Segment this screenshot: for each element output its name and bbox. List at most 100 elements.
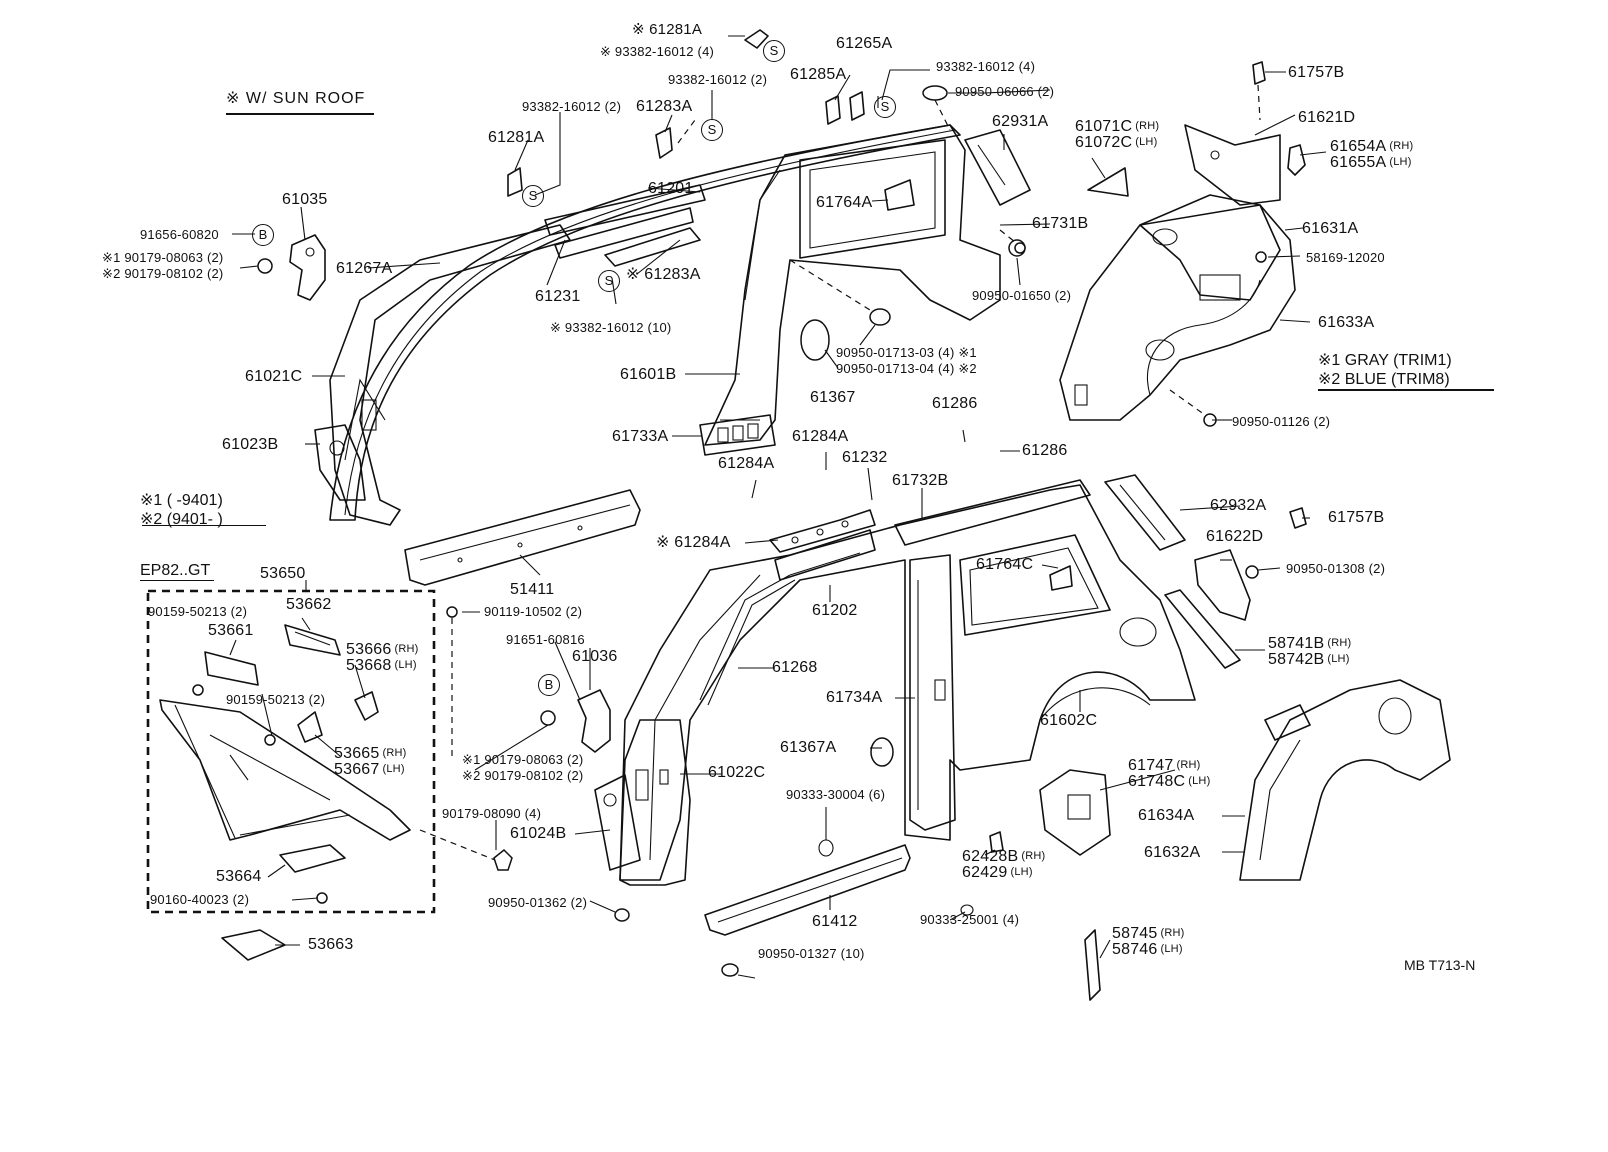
symbol-s-top: S	[763, 40, 785, 62]
label-90179-063: ※1 90179-08063 (2)	[102, 250, 224, 265]
label-61231: 61231	[535, 288, 581, 305]
clip-61757b-mid	[1289, 507, 1307, 529]
label-61748c: 61748C(LH)	[1128, 773, 1211, 790]
plug-90950-06066	[922, 85, 951, 131]
note-trim-underline	[1318, 389, 1494, 391]
quarter-lower-61733a	[699, 414, 776, 456]
label-58742b: 58742B(LH)	[1268, 651, 1350, 668]
label-61286a: 61286	[932, 395, 978, 412]
lower-trim-61747	[1039, 769, 1111, 856]
label-90950-04: 90950-01713-04 (4) ※2	[836, 361, 977, 376]
label-53664: 53664	[216, 868, 262, 885]
ep82-box	[146, 589, 436, 914]
label-61024b: 61024B	[510, 825, 567, 842]
roof-side-61202	[774, 529, 876, 581]
bracket-61654a	[1287, 144, 1306, 176]
clip-62428b	[989, 831, 1004, 853]
bolt-58169	[1255, 251, 1267, 263]
label-90333-30004: 90333-30004 (6)	[786, 787, 886, 802]
symbol-s-2b: S	[522, 185, 544, 207]
label-61764c: 61764C	[976, 556, 1034, 573]
label-61022c: 61022C	[708, 764, 766, 781]
plug-61367	[800, 319, 830, 361]
bracket-53666	[354, 691, 379, 721]
front-pillar-lower-61024b	[594, 774, 641, 871]
label-61412: 61412	[812, 913, 858, 930]
moulding-58745	[1084, 929, 1101, 1001]
wheel-house-inner-61633a	[1059, 194, 1296, 421]
label-61286b: 61286	[1022, 442, 1068, 459]
cover-53661	[204, 651, 259, 686]
label-61655a: 61655A(LH)	[1330, 154, 1412, 171]
label-62429: 62429(LH)	[962, 864, 1033, 881]
label-91651: 91651-60816	[506, 632, 585, 647]
label-61734a: 61734A	[826, 689, 883, 706]
label-61602c: 61602C	[1040, 712, 1098, 729]
label-53667: 53667(LH)	[334, 761, 405, 778]
note-date2: ※2 (9401- )	[140, 511, 223, 528]
quarter-inner-61601b	[704, 124, 1001, 446]
label-53665: 53665(RH)	[334, 745, 407, 762]
quarter-glass-61764c	[1049, 565, 1073, 591]
label-53668: 53668(LH)	[346, 657, 417, 674]
label-61733a: 61733A	[612, 428, 669, 445]
clip-61285a	[825, 91, 865, 125]
label-61268: 61268	[772, 659, 818, 676]
frame-53650	[159, 699, 411, 841]
clip-61757b-top	[1252, 61, 1266, 121]
label-51411: 51411	[510, 581, 555, 598]
symbol-s-10: S	[598, 270, 620, 292]
label-61732b: 61732B	[892, 472, 949, 489]
label-53662: 53662	[286, 596, 332, 613]
reinforcement-61232	[769, 509, 876, 553]
label-90159-b: 90159-50213 (2)	[226, 692, 326, 707]
label-61201: 61201	[648, 180, 694, 197]
label-61283a-top: 61283A	[636, 98, 693, 115]
label-62428b: 62428B(RH)	[962, 848, 1046, 865]
symbol-b-91656: B	[252, 224, 274, 246]
leader-lines	[229, 35, 1327, 979]
bracket-53665	[297, 711, 323, 743]
quarter-window-61071c	[1087, 167, 1129, 197]
label-61621d: 61621D	[1298, 109, 1356, 126]
note-trim1: ※1 GRAY (TRIM1)	[1318, 352, 1452, 369]
label-61036: 61036	[572, 648, 618, 665]
note-date-underline	[142, 525, 266, 526]
label-61747: 61747(RH)	[1128, 757, 1201, 774]
label-61654a: 61654A(RH)	[1330, 138, 1414, 155]
symbol-s-2a: S	[701, 119, 723, 141]
label-61731b: 61731B	[1032, 215, 1089, 232]
label-53661: 53661	[208, 622, 254, 639]
label-61281a: 61281A	[488, 129, 545, 146]
label-58746: 58746(LH)	[1112, 941, 1183, 958]
label-53666: 53666(RH)	[346, 641, 419, 658]
label-61601b: 61601B	[620, 366, 677, 383]
label-61281a-top: ※ 61281A	[632, 21, 703, 38]
label-90950-01126: 90950-01126 (2)	[1232, 414, 1331, 429]
fasteners-lower	[419, 829, 974, 977]
extension-61622d	[1194, 549, 1251, 621]
label-90950-01327: 90950-01327 (10)	[758, 946, 865, 961]
label-90179-090: 90179-08090 (4)	[442, 806, 542, 821]
label-61285a: 61285A	[790, 66, 847, 83]
moulding-58741b	[1164, 589, 1241, 669]
label-93382-top4: ※ 93382-16012 (4)	[600, 44, 715, 59]
extension-61621d	[1184, 124, 1281, 206]
label-93382-r4: 93382-16012 (4)	[936, 59, 1036, 74]
bracket-61036	[577, 689, 611, 753]
plug-90950-01713	[789, 259, 891, 326]
label-61265a: 61265A	[836, 35, 893, 52]
label-61023b: 61023B	[222, 436, 279, 453]
label-90950-03: 90950-01713-03 (4) ※1	[836, 345, 977, 360]
label-91656: 91656-60820	[140, 227, 219, 242]
clip-61281a	[507, 167, 523, 197]
pillar-trim-62931a	[964, 129, 1031, 206]
trim-62932a	[1104, 474, 1186, 551]
label-61757b-top: 61757B	[1288, 64, 1345, 81]
quarter-glass-61764a	[884, 179, 915, 211]
label-90179-063b: ※1 90179-08063 (2)	[462, 752, 584, 767]
note-trim2: ※2 BLUE (TRIM8)	[1318, 371, 1450, 388]
pillar-61734a	[909, 554, 956, 831]
label-61035: 61035	[282, 191, 328, 208]
